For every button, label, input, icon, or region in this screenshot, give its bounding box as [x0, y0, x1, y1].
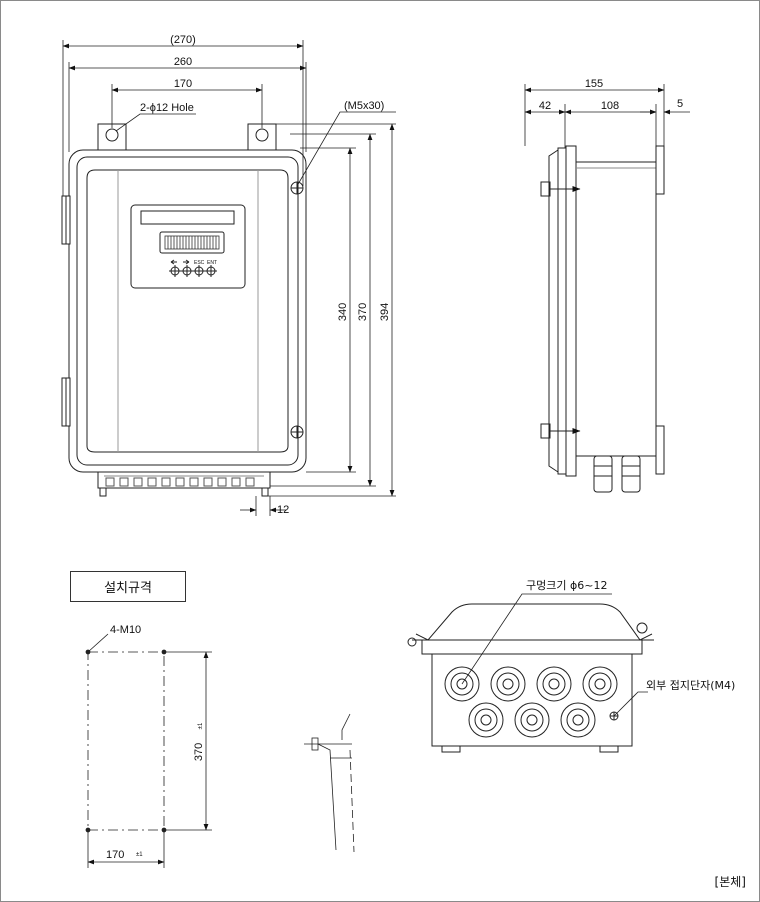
install-height: 370 [193, 743, 205, 761]
esc-key-label: ESC [194, 260, 205, 266]
side-gasket [557, 147, 567, 475]
dim-hole-pitch: 170 [174, 78, 192, 90]
side-body [575, 161, 657, 457]
side-upper-bracket [655, 145, 665, 195]
side-flange [565, 145, 577, 477]
side-dimensions [524, 84, 690, 148]
bottom-view [407, 593, 654, 753]
label-window [140, 210, 235, 225]
side-lower-bracket [655, 425, 665, 475]
cable-gland-holes [444, 666, 618, 738]
ground-terminal-note: 외부 접지단자(M4) [646, 679, 735, 692]
terminal-strip [97, 471, 271, 497]
front-view [61, 123, 307, 497]
hole-size-note: 구멍크기 ϕ6~12 [526, 579, 607, 592]
side-view [540, 145, 665, 493]
dim-offset-12: 12 [277, 504, 289, 516]
dim-height-370: 370 [357, 303, 369, 321]
lcd-display [159, 231, 225, 254]
bolt-note: 4-M10 [110, 624, 141, 636]
dim-height-394: 394 [379, 303, 391, 321]
install-spec-drawing [85, 633, 212, 868]
right-arrow-icon [183, 259, 190, 265]
display-module [130, 204, 246, 289]
bottom-cover-profile [415, 603, 653, 641]
dim-front: 42 [539, 100, 551, 112]
front-dimensions [62, 40, 396, 516]
install-width-tol: ±1 [136, 852, 143, 858]
install-spec-title: 설치규격 [70, 571, 186, 602]
dim-depth: 155 [585, 78, 603, 90]
lcd-segments [164, 235, 220, 250]
front-dimension-labels: (270) 260 170 2-ϕ12 Hole (M5x30) 340 370… [140, 34, 391, 516]
ent-key-label: ENT [207, 260, 217, 266]
dim-height-340: 340 [337, 303, 349, 321]
hole-note: 2-ϕ12 Hole [140, 102, 194, 114]
dim-rear: 108 [601, 100, 619, 112]
top-left-mount-hole [105, 128, 119, 142]
side-cable-glands [593, 455, 641, 493]
install-height-tol: ±1 [198, 722, 204, 729]
side-dimension-labels: 155 42 108 5 [539, 78, 683, 112]
dim-bracket: 5 [677, 98, 683, 110]
screw-note: (M5x30) [344, 100, 384, 112]
enclosure-inner-frame [76, 156, 299, 466]
bottom-view-labels: 구멍크기 ϕ6~12 외부 접지단자(M4) [526, 579, 735, 692]
bottom-flange [421, 639, 643, 655]
install-outline [87, 651, 165, 831]
dim-body-width: 260 [174, 56, 192, 68]
left-arrow-icon [170, 259, 177, 265]
install-width: 170 [106, 849, 124, 861]
bottom-body [431, 653, 633, 747]
front-cover-panel [86, 169, 289, 453]
enclosure-outline [68, 149, 307, 473]
dim-overall-width: (270) [170, 34, 196, 46]
body-label: [본체] [714, 875, 746, 889]
keypad [169, 259, 217, 277]
bracket-detail [304, 713, 355, 853]
top-right-mount-hole [255, 128, 269, 142]
install-spec-labels: 4-M10 370 ±1 170 ±1 [106, 624, 205, 861]
